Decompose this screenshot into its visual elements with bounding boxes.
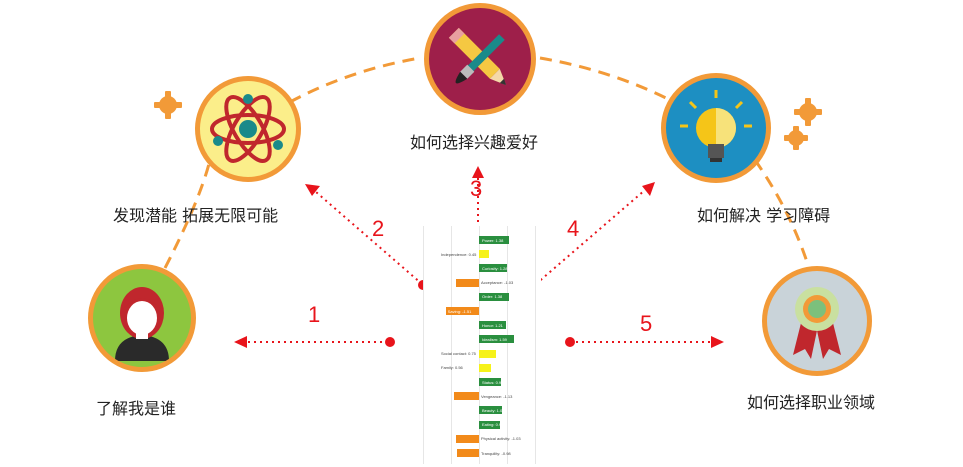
arrow-head-1 [234, 336, 247, 348]
node-career [762, 266, 872, 376]
bar [479, 349, 496, 358]
node-learning [661, 73, 771, 183]
dashed-arc-right [753, 159, 810, 266]
bar-label: Power: 1.38 [482, 237, 504, 243]
bar [456, 434, 479, 443]
bar-label: Family: 0.56 [441, 365, 463, 371]
bar-label: Order: 1.38 [482, 294, 503, 300]
bar-label: Idealism: 1.59 [482, 336, 507, 342]
bar-label: Independence: 0.45 [441, 251, 477, 257]
atom-icon [210, 94, 286, 163]
step-number-2: 2 [372, 216, 385, 241]
dashed-arc-left [163, 159, 212, 269]
bar [479, 321, 506, 330]
step-number-4: 4 [567, 216, 580, 241]
pencil-brush-icon [448, 27, 507, 86]
bar [479, 406, 502, 415]
bar [479, 363, 492, 372]
person-icon [115, 287, 169, 361]
arrow-origin-1 [385, 337, 395, 347]
bar-label: Physical activity: -1.03 [481, 436, 521, 442]
bar [479, 292, 510, 301]
gear-icon [154, 91, 182, 119]
bar [479, 236, 510, 244]
node-potential [195, 76, 301, 182]
step-number-3: 3 [470, 176, 483, 201]
grid-line [479, 226, 480, 464]
bar [479, 250, 489, 259]
label-potential: 发现潜能 拓展无限可能 [113, 206, 279, 225]
label-interest: 如何选择兴趣爱好 [410, 133, 539, 152]
bar [479, 420, 500, 429]
bar [454, 392, 479, 401]
gear-icon [794, 98, 822, 126]
step-number-5: 5 [640, 311, 653, 336]
arrow-head-5 [711, 336, 724, 348]
bar-label: Curiosity: 1.28 [482, 265, 508, 271]
bar-label: Status: 0.98 [482, 379, 504, 385]
bar [479, 335, 514, 344]
grid-line [535, 226, 536, 464]
bar [456, 278, 479, 287]
bar-label: Acceptance: -1.03 [481, 280, 514, 286]
bar-label: Eating: 0.94 [482, 422, 504, 428]
grid-line [507, 226, 508, 464]
dashed-arc-top-left [289, 56, 421, 104]
arrow-origin-5 [565, 337, 575, 347]
dashed-arc-top-right [539, 56, 671, 102]
medal-ribbon-icon [793, 287, 841, 359]
bar-label: Honor: 1.21 [482, 322, 503, 328]
bar [445, 307, 479, 315]
label-learning: 如何解决 学习障碍 [697, 206, 831, 225]
arrow-head-3 [472, 166, 484, 178]
step-number-1: 1 [308, 302, 321, 327]
label-career: 如何选择职业领域 [747, 393, 876, 412]
node-self [88, 264, 196, 372]
bar-label: Beauty: 1.03 [482, 407, 505, 413]
bar-label: Saving: -1.51 [447, 308, 472, 314]
bar [457, 449, 479, 457]
arrow-head-2 [305, 184, 320, 196]
arrow-head-4 [642, 182, 655, 196]
label-self: 了解我是谁 [96, 399, 177, 418]
gear-icon [784, 126, 808, 150]
grid-line [451, 226, 452, 464]
bar-label: Tranquility: -0.98 [481, 450, 511, 456]
bar-label: Vengeance: -1.13 [481, 393, 513, 399]
grid-line [423, 226, 424, 464]
node-interest [424, 3, 536, 115]
lightbulb-icon [680, 90, 752, 162]
bar [479, 378, 501, 386]
bar [479, 264, 508, 273]
bar-label: Social contact: 0.75 [441, 351, 476, 357]
